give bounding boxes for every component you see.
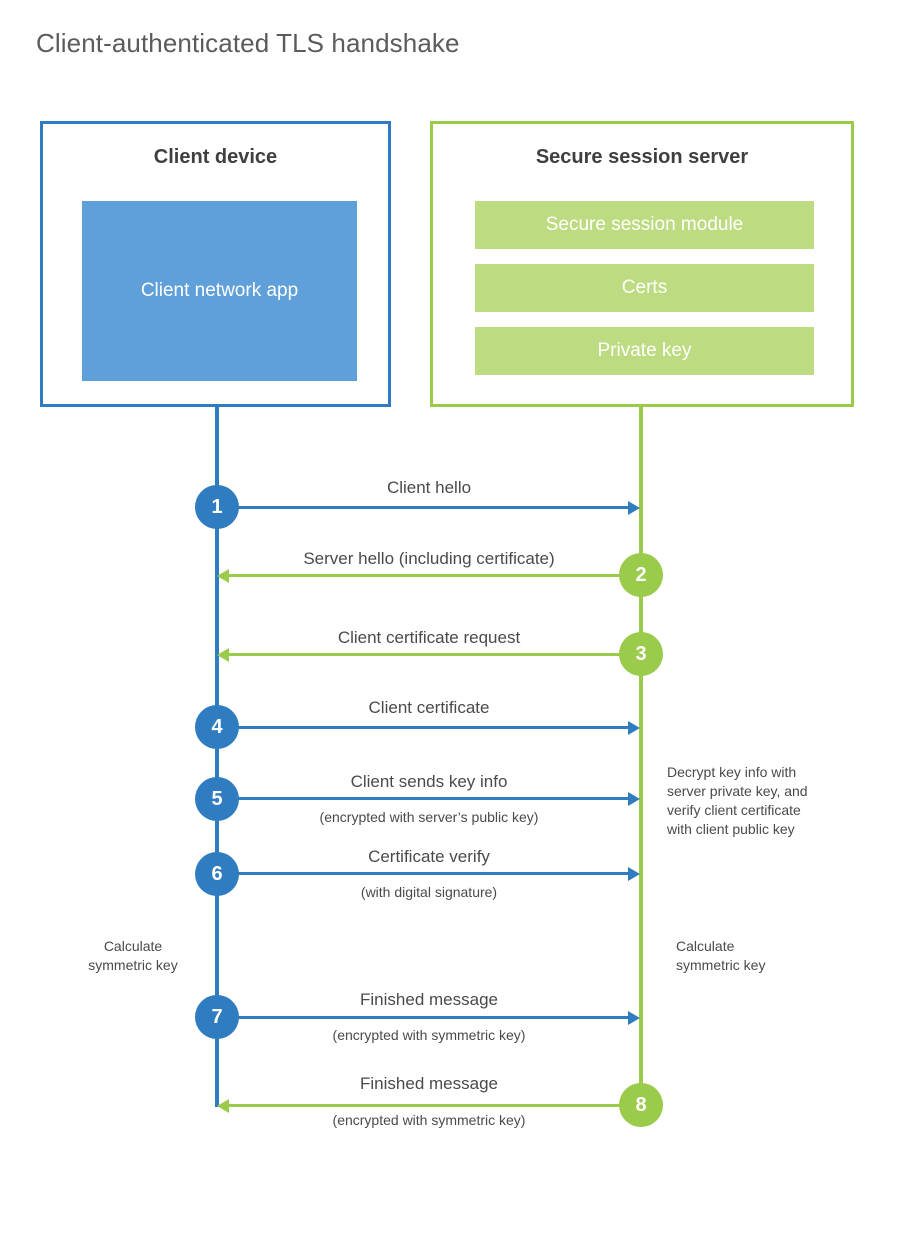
step-2-label: Server hello (including certificate): [303, 549, 555, 568]
client-calculate-symmetric-key-note: Calculate symmetric key: [88, 938, 178, 973]
secure-session-server-box: Secure session server Secure session mod…: [430, 121, 854, 407]
step-8-marker[interactable]: 8: [619, 1083, 663, 1127]
step-8-label: Finished message: [360, 1074, 498, 1093]
server-lifeline: [639, 407, 643, 1107]
step-1-arrow: [217, 500, 640, 515]
step-6-label: Certificate verify: [368, 847, 490, 866]
server-decrypt-note: Decrypt key info with server private key…: [667, 764, 808, 837]
step-2-arrow: [217, 568, 641, 583]
client-device-box: Client device Client network app: [40, 121, 391, 407]
step-7-sublabel: (encrypted with symmetric key): [332, 1027, 526, 1043]
server-component-secure-session-module: Secure session module: [475, 201, 814, 249]
server-component-certs: Certs: [475, 264, 814, 312]
step-6-sublabel: (with digital signature): [360, 884, 498, 900]
step-4-marker[interactable]: 4: [195, 705, 239, 749]
client-network-app-block: Client network app: [82, 201, 357, 381]
step-5-sublabel: (encrypted with server’s public key): [319, 809, 539, 825]
step-3-arrow: [217, 647, 641, 662]
step-1-marker[interactable]: 1: [195, 485, 239, 529]
step-7-label: Finished message: [360, 990, 498, 1009]
step-4-label: Client certificate: [368, 698, 490, 717]
step-5-marker[interactable]: 5: [195, 777, 239, 821]
secure-session-server-title: Secure session server: [535, 146, 749, 168]
step-5-arrow: [217, 791, 640, 806]
step-4-arrow: [217, 720, 640, 735]
page-title: Client-authenticated TLS handshake: [36, 28, 460, 58]
step-5-label: Client sends key info: [350, 772, 508, 791]
step-3-marker[interactable]: 3: [619, 632, 663, 676]
step-2-marker[interactable]: 2: [619, 553, 663, 597]
step-7-arrow: [217, 1010, 640, 1025]
client-lifeline: [215, 407, 219, 1107]
step-1-label: Client hello: [386, 478, 472, 497]
step-8-arrow: [217, 1098, 641, 1113]
step-6-marker[interactable]: 6: [195, 852, 239, 896]
step-7-marker[interactable]: 7: [195, 995, 239, 1039]
server-component-private-key: Private key: [475, 327, 814, 375]
step-8-sublabel: (encrypted with symmetric key): [332, 1112, 526, 1128]
step-6-arrow: [217, 866, 640, 881]
server-calculate-symmetric-key-note: Calculate symmetric key: [676, 938, 766, 973]
step-3-label: Client certificate request: [337, 628, 521, 647]
client-device-title: Client device: [153, 146, 278, 168]
